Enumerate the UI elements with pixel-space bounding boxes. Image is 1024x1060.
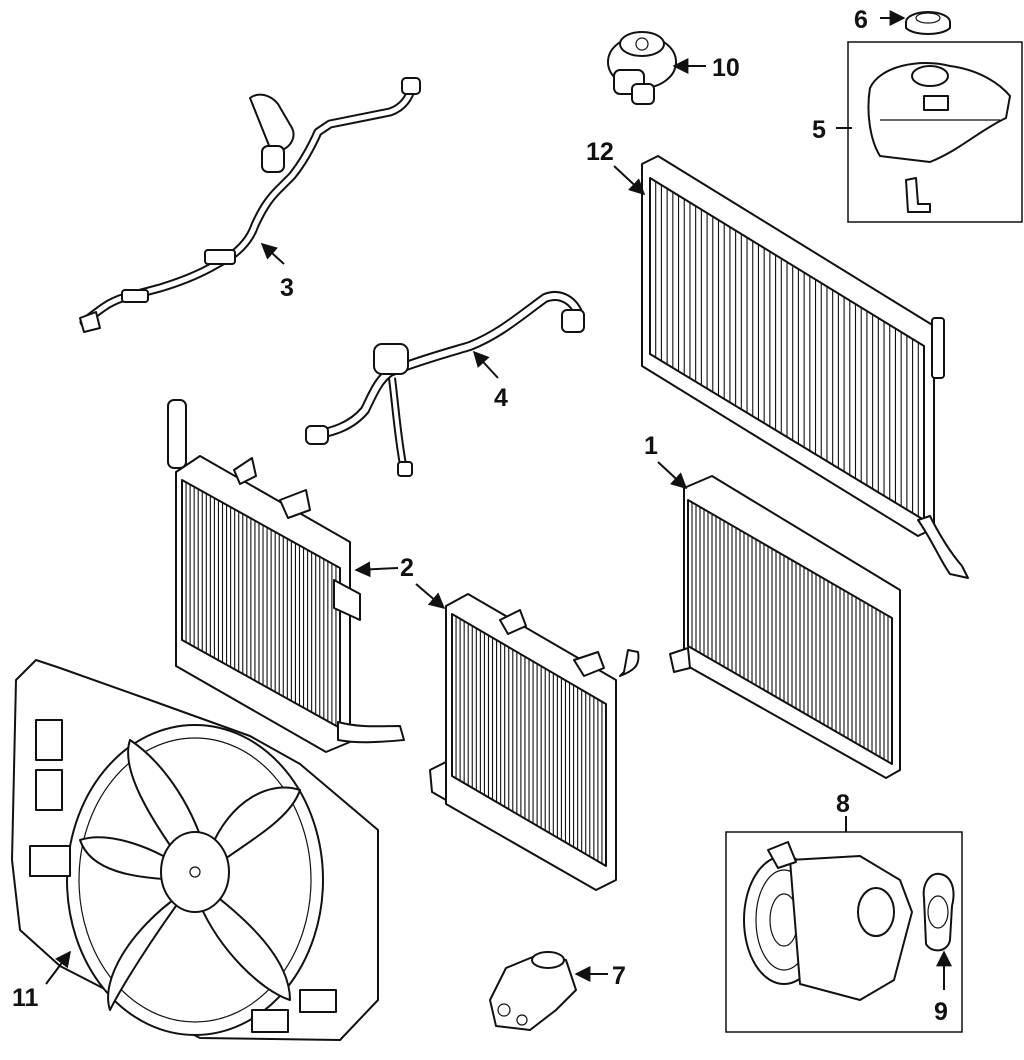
callout-number: 9 [934,998,948,1026]
coolant-expansion-tank-part-5 [847,41,1023,223]
callout-11: 11 [12,950,71,1012]
callout-number: 8 [836,790,850,818]
callout-number: 5 [812,116,826,144]
callout-1: 1 [644,432,688,490]
callout-4: 4 [472,350,508,412]
callout-number: 6 [854,6,868,34]
callout-2: 2 [354,554,446,610]
callout-12: 12 [586,138,646,196]
callout-number: 1 [644,432,658,460]
auxiliary-radiator-middle-part-2 [429,593,640,891]
callout-number: 4 [494,384,508,412]
radiator-part-1 [669,475,901,779]
water-pump-part-8 [725,831,963,1033]
callout-8: 8 [836,790,850,832]
callout-number: 12 [586,138,614,166]
callout-7: 7 [574,962,626,990]
callout-6: 6 [854,6,906,34]
water-pump-gasket-part-9 [922,872,955,952]
callout-3: 3 [260,242,294,302]
auxiliary-radiator-left-part-2 [167,399,405,753]
expansion-tank-cap-part-6 [905,11,951,35]
callout-number: 11 [12,984,39,1012]
ac-condenser-part-12 [641,155,969,579]
callout-5: 5 [812,116,852,144]
auxiliary-water-pump-part-10 [607,31,677,105]
thermostat-housing-part-7 [489,951,577,1031]
callout-number: 2 [400,554,414,582]
coolant-hose-lower-part-4 [305,291,585,477]
callout-number: 10 [712,54,740,82]
callout-number: 7 [612,962,626,990]
cooling-fan-assembly-part-11 [11,659,379,1041]
coolant-hose-upper-part-3 [79,77,421,333]
callout-number: 3 [280,274,294,302]
callout-10: 10 [672,54,740,82]
callout-9: 9 [934,950,952,1026]
